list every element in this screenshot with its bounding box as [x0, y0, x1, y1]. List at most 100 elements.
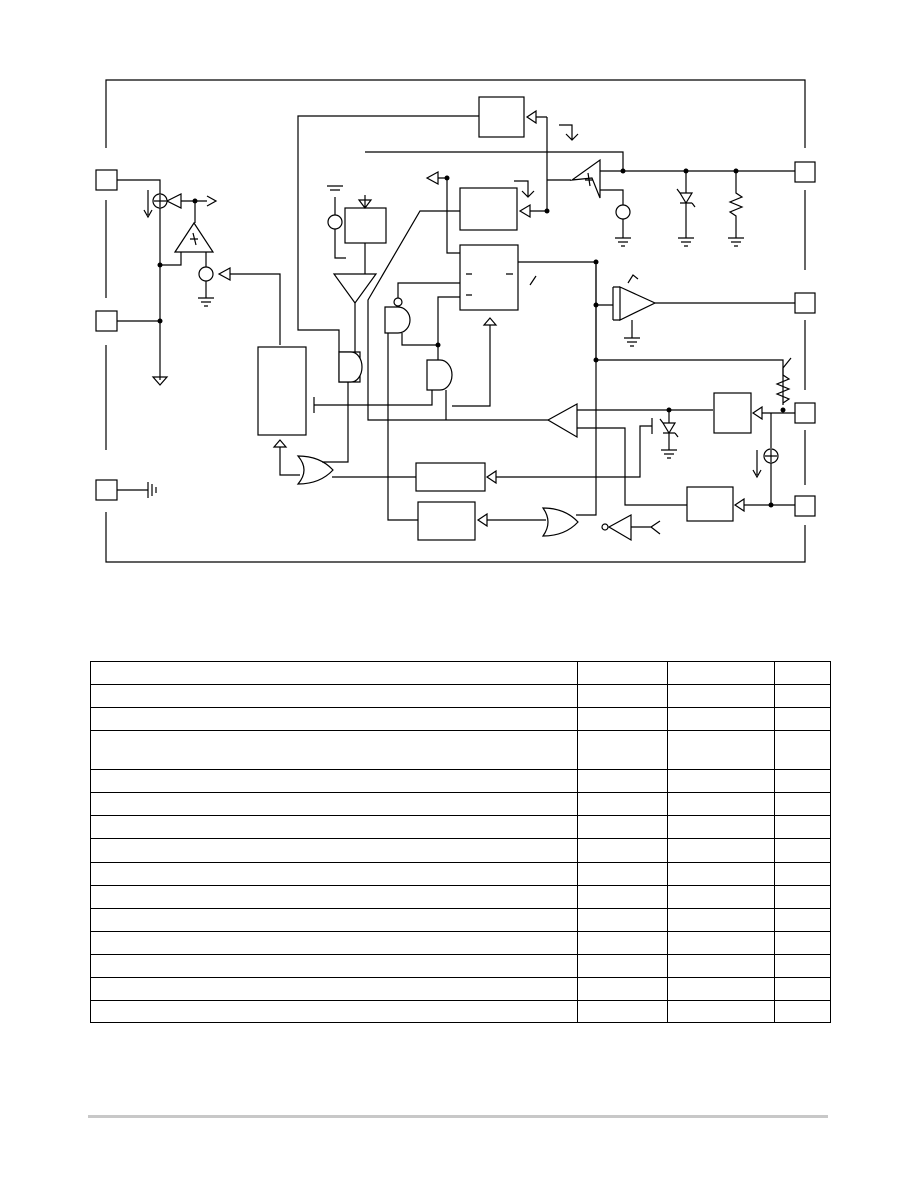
spec-table — [90, 660, 831, 1024]
table-cell — [577, 861, 668, 886]
block-delay-1 — [415, 462, 486, 492]
center-section — [257, 96, 713, 542]
table-cell — [774, 707, 831, 732]
table-row — [90, 884, 831, 909]
pin-right-3 — [794, 402, 816, 424]
table-cell — [90, 684, 578, 709]
reference-left — [198, 266, 214, 282]
table-cell — [90, 769, 578, 794]
spec-table-body — [90, 660, 831, 1024]
table-cell — [577, 930, 668, 955]
right-section — [547, 158, 795, 522]
table-cell — [667, 884, 775, 909]
pin-left-3 — [95, 479, 118, 501]
table-cell — [577, 792, 668, 817]
table-cell — [90, 838, 578, 863]
table-cell — [577, 976, 668, 1001]
table-cell — [90, 707, 578, 732]
comparator-top — [569, 158, 601, 199]
output-driver — [619, 286, 657, 321]
table-cell — [774, 684, 831, 709]
table-cell — [667, 838, 775, 863]
table-cell — [577, 953, 668, 978]
table-cell — [667, 684, 775, 709]
table-row — [90, 815, 831, 840]
table-cell — [667, 999, 775, 1024]
reference-top — [615, 204, 631, 220]
table-row — [90, 684, 831, 709]
table-cell — [667, 930, 775, 955]
table-cell — [774, 999, 831, 1024]
table-cell — [667, 792, 775, 817]
table-cell — [774, 838, 831, 863]
buffer-center — [332, 273, 378, 305]
table-cell — [667, 815, 775, 840]
table-row — [90, 769, 831, 794]
table-cell — [90, 861, 578, 886]
table-cell — [90, 930, 578, 955]
pin-right-2 — [794, 292, 816, 314]
table-cell — [667, 769, 775, 794]
table-cell — [577, 684, 668, 709]
block-logic-left — [257, 346, 307, 436]
package-outline — [105, 79, 806, 563]
footer-rule — [88, 1115, 828, 1118]
table-row — [90, 730, 831, 771]
table-cell — [577, 884, 668, 909]
table-row — [90, 999, 831, 1024]
table-cell — [774, 976, 831, 1001]
table-cell — [90, 730, 578, 771]
table-cell — [577, 838, 668, 863]
table-row — [90, 838, 831, 863]
table-cell — [667, 707, 775, 732]
table-cell — [90, 815, 578, 840]
table-row — [90, 930, 831, 955]
table-cell — [774, 884, 831, 909]
table-row — [90, 660, 831, 686]
table-cell — [577, 730, 668, 771]
block-uvlo — [713, 392, 752, 434]
table-cell — [667, 953, 775, 978]
block-flipflop — [459, 244, 519, 311]
pin-right-4 — [794, 495, 816, 517]
pin-left-2 — [95, 310, 118, 332]
table-cell — [667, 660, 775, 686]
table-cell — [774, 907, 831, 932]
block-sense — [686, 486, 734, 522]
table-cell — [774, 815, 831, 840]
table-cell — [577, 815, 668, 840]
table-cell — [667, 907, 775, 932]
or-gate-1 — [296, 455, 334, 485]
table-cell — [774, 861, 831, 886]
block-top — [478, 96, 525, 138]
pin-left-1 — [95, 169, 118, 191]
table-cell — [774, 769, 831, 794]
table-cell — [774, 792, 831, 817]
comparator-mid — [546, 402, 578, 439]
table-cell — [90, 792, 578, 817]
table-cell — [577, 769, 668, 794]
table-cell — [774, 660, 831, 686]
table-cell — [90, 953, 578, 978]
table-cell — [667, 976, 775, 1001]
table-row — [90, 953, 831, 978]
table-cell — [577, 707, 668, 732]
block-reg — [344, 207, 387, 244]
table-cell — [90, 884, 578, 909]
pin-right-1 — [794, 161, 816, 183]
table-row — [90, 907, 831, 932]
table-cell — [90, 907, 578, 932]
nand-gate — [384, 306, 411, 334]
table-cell — [667, 730, 775, 771]
table-cell — [90, 660, 578, 686]
and-gate-2 — [426, 359, 453, 391]
table-cell — [90, 976, 578, 1001]
left-section — [117, 179, 281, 498]
or-gate-2 — [541, 507, 579, 537]
inverter — [607, 513, 632, 542]
table-cell — [90, 999, 578, 1024]
table-cell — [667, 861, 775, 886]
table-cell — [774, 930, 831, 955]
table-cell — [774, 730, 831, 771]
table-row — [90, 792, 831, 817]
